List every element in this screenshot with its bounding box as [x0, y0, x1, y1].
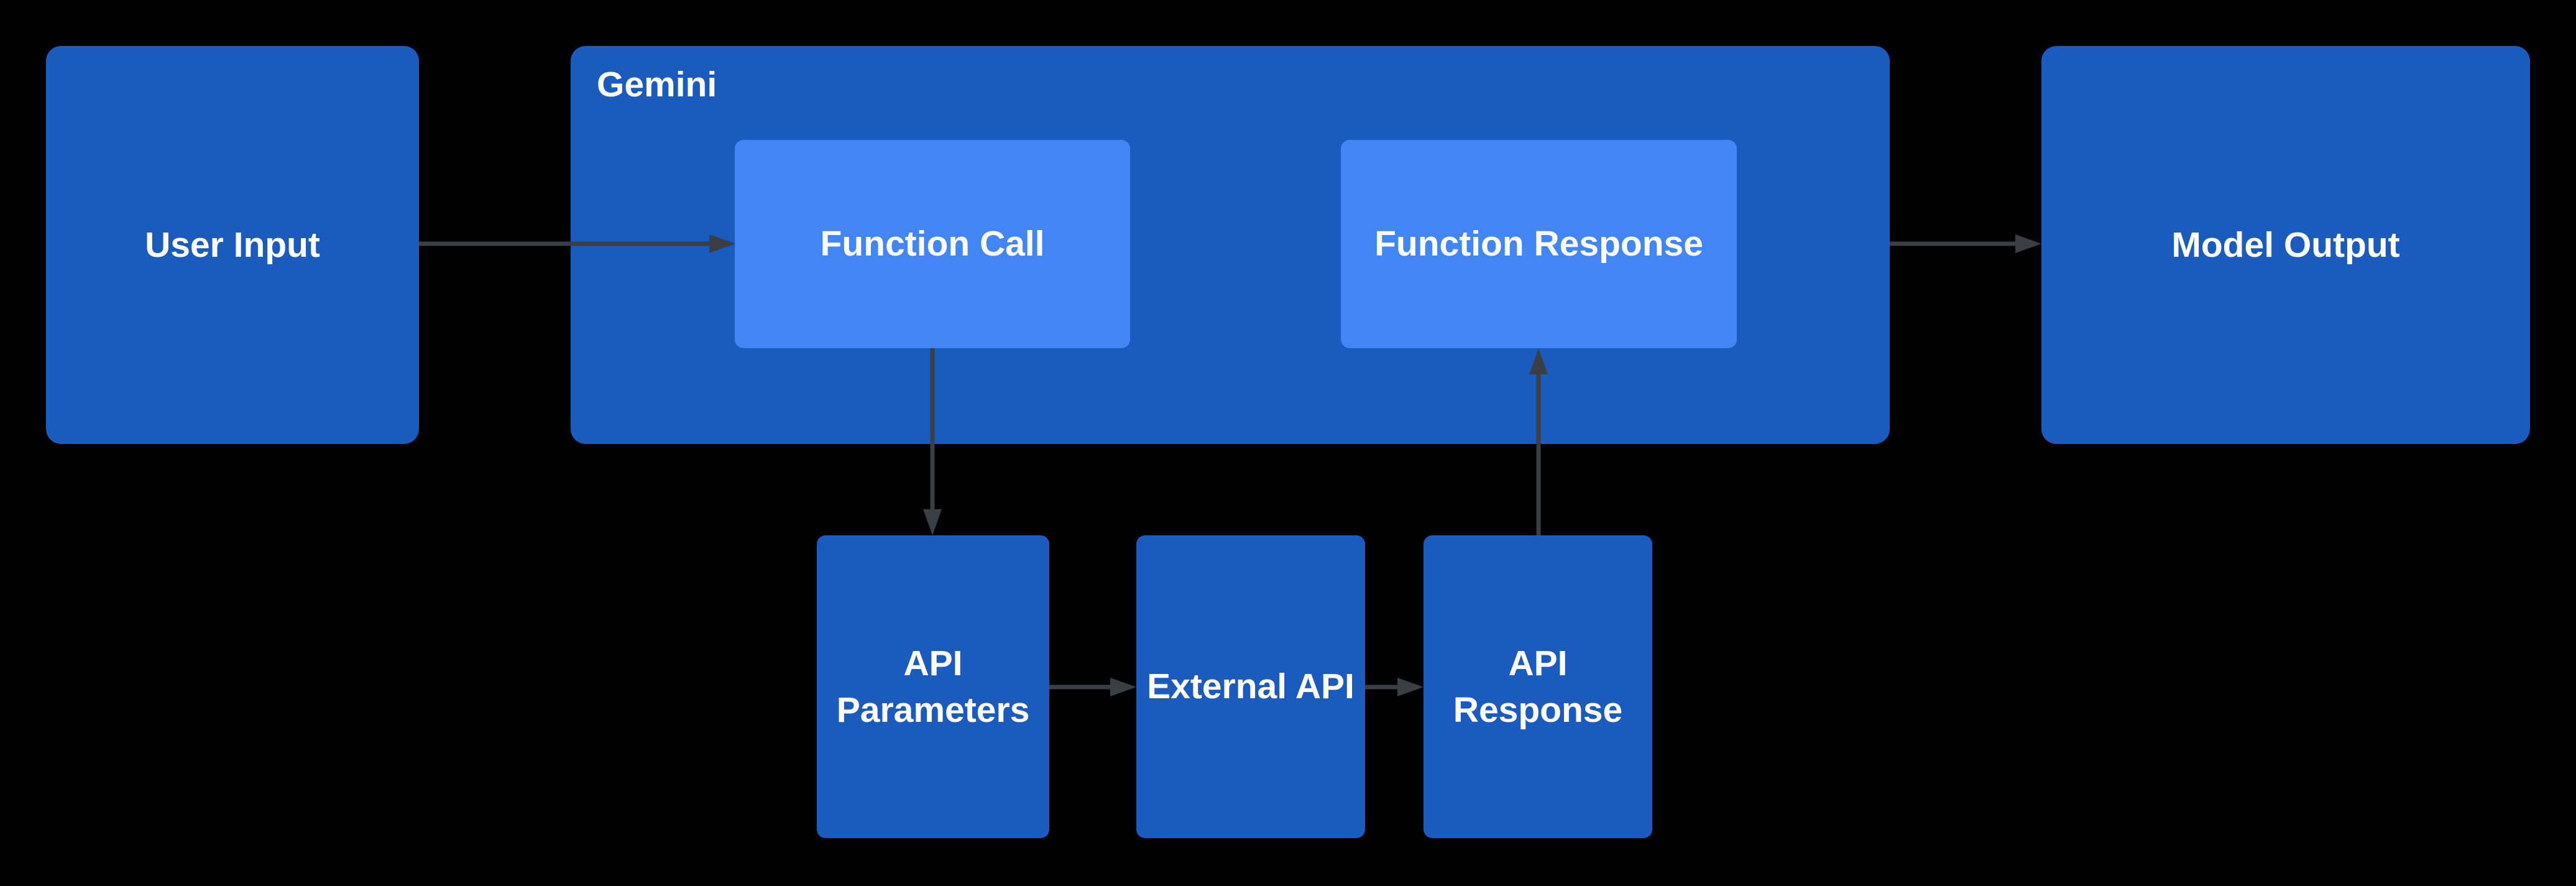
node-model-output: Model Output [2041, 46, 2530, 444]
node-api-parameters: API Parameters [817, 535, 1049, 838]
node-external-api: External API [1136, 535, 1365, 838]
node-api-response: API Response [1424, 535, 1652, 838]
arrow-external-api-to-api-response [1365, 678, 1424, 696]
node-model-output-label: Model Output [2171, 224, 2400, 265]
arrow-api-parameters-to-external-api [1049, 678, 1136, 696]
node-function-call: Function Call [735, 140, 1130, 348]
arrow-gemini-to-model-output [1890, 234, 2041, 253]
node-api-response-label: API Response [1453, 644, 1623, 730]
node-function-call-label: Function Call [820, 224, 1045, 264]
node-user-input: User Input [46, 46, 419, 444]
node-api-parameters-label: API Parameters [836, 644, 1030, 730]
node-function-response: Function Response [1341, 140, 1737, 348]
group-gemini: Gemini Function Call Function Response [571, 46, 1890, 444]
group-gemini-label: Gemini [597, 65, 717, 104]
node-external-api-label: External API [1147, 667, 1355, 707]
node-function-response-label: Function Response [1374, 224, 1703, 264]
node-user-input-label: User Input [145, 224, 320, 265]
